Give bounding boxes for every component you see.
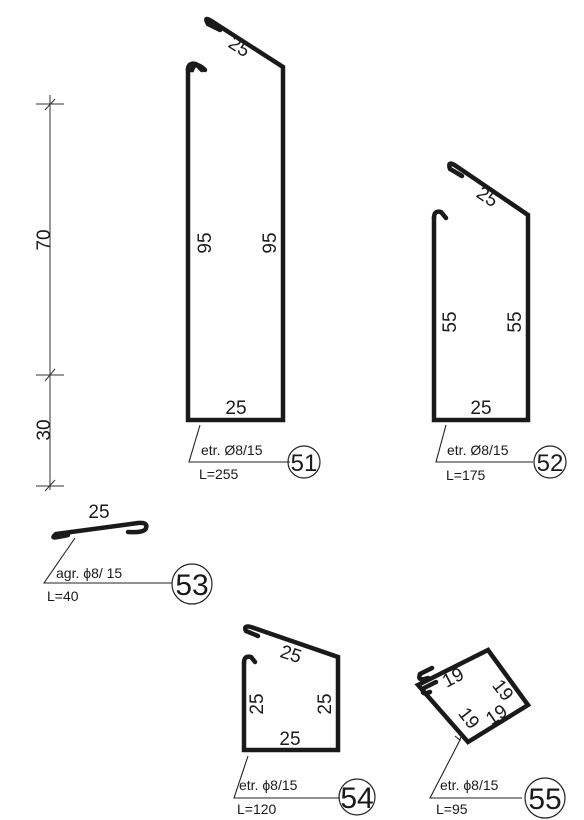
bar-53-id-circle bbox=[171, 563, 213, 605]
bar-55-leader-arrow bbox=[454, 732, 463, 741]
bar-54-hook-left bbox=[241, 654, 258, 666]
bar-54-id-circle bbox=[338, 778, 376, 816]
bar-54-spec: etr. ϕ8/15 bbox=[239, 777, 298, 793]
bar-55-spec: etr. ϕ8/15 bbox=[440, 777, 499, 793]
bar-51-hook-label: 25 bbox=[224, 33, 253, 62]
bar-51-length: L=255 bbox=[199, 466, 239, 482]
bar-53-leader-line bbox=[42, 537, 172, 584]
bar-51-id: 51 bbox=[291, 450, 318, 477]
bar-54-leader-line bbox=[233, 755, 340, 799]
bar-52-length: L=175 bbox=[446, 467, 486, 483]
bar-53-shape bbox=[51, 520, 149, 540]
dimension-line: 70 30 bbox=[34, 95, 64, 492]
bar-51-spec: etr. Ø8/15 bbox=[201, 442, 263, 458]
bar-52-spec: etr. Ø8/15 bbox=[447, 442, 509, 458]
bar-55-bottom-right-label: 19 bbox=[482, 701, 511, 730]
bar-53: 25 agr. ϕ8/ 15 L=40 53 bbox=[42, 502, 213, 605]
bar-52-id-circle bbox=[533, 445, 567, 479]
bar-51-shape bbox=[185, 16, 286, 423]
dimension-lower-label: 30 bbox=[34, 419, 55, 440]
dimension-upper-label: 70 bbox=[34, 229, 55, 250]
bar-51-right-label: 95 bbox=[260, 232, 281, 253]
bar-54: 25 25 25 25 etr. ϕ8/15 L=120 54 bbox=[233, 624, 376, 817]
bar-51-bottom-label: 25 bbox=[225, 398, 246, 419]
bar-55-id: 55 bbox=[528, 783, 561, 816]
bar-54-shape bbox=[241, 624, 341, 753]
bar-52-shape bbox=[431, 161, 531, 423]
bar-52-left-label: 55 bbox=[440, 311, 461, 332]
bar-52-hook-left bbox=[431, 209, 449, 221]
bar-53-top-label: 25 bbox=[88, 502, 109, 523]
bar-54-length: L=120 bbox=[237, 801, 277, 817]
bar-55-top-left-label: 19 bbox=[439, 664, 468, 692]
bar-53-id: 53 bbox=[175, 569, 208, 602]
bar-51-left-label: 95 bbox=[195, 232, 216, 253]
bar-54-bottom-label: 25 bbox=[279, 729, 300, 750]
bar-55-length: L=95 bbox=[436, 801, 468, 817]
bar-52-id: 52 bbox=[537, 450, 564, 477]
bar-52-hook-label: 25 bbox=[472, 183, 501, 212]
bar-55-leader-line bbox=[429, 739, 522, 799]
bar-51: 25 95 95 25 etr. Ø8/15 L=255 51 bbox=[185, 16, 321, 482]
bar-52-right-label: 55 bbox=[505, 311, 526, 332]
bar-51-id-circle bbox=[287, 445, 321, 479]
bar-51-leader-line bbox=[188, 424, 290, 463]
bar-55-hook-a bbox=[420, 679, 439, 696]
bar-52-bottom-label: 25 bbox=[470, 398, 491, 419]
bar-55-id-circle bbox=[524, 777, 566, 819]
bar-53-spec: agr. ϕ8/ 15 bbox=[56, 565, 122, 581]
bar-52-leader-line bbox=[435, 424, 533, 463]
bar-54-left-label: 25 bbox=[247, 693, 268, 714]
bar-54-right-label: 25 bbox=[315, 693, 336, 714]
bar-53-length: L=40 bbox=[47, 588, 79, 604]
bar-55: 19 19 19 19 etr. ϕ8/15 L=95 55 bbox=[414, 647, 566, 819]
bar-54-id: 54 bbox=[340, 782, 373, 815]
bar-55-hook-b bbox=[417, 665, 435, 682]
bar-51-hook-left bbox=[185, 61, 205, 73]
bar-52: 25 55 55 25 etr. Ø8/15 L=175 52 bbox=[431, 161, 567, 483]
bar-55-shape bbox=[414, 647, 532, 745]
